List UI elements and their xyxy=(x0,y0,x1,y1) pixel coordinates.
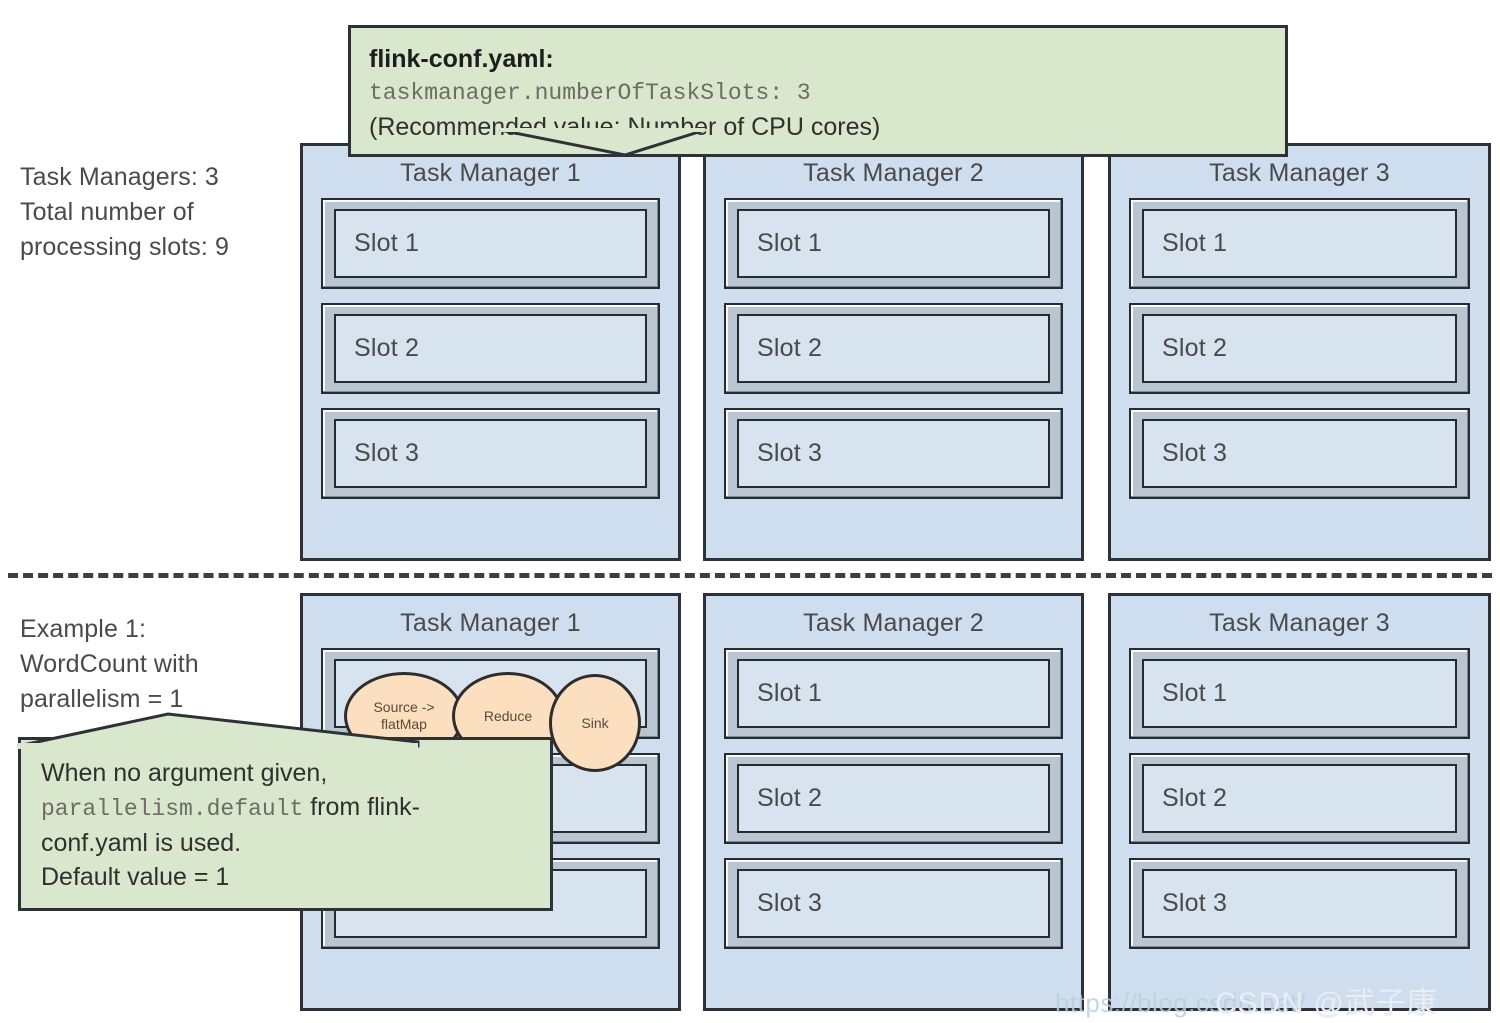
slot-inner: Slot 3 xyxy=(737,419,1050,488)
slot-inner: Slot 3 xyxy=(1142,419,1457,488)
task-manager-title: Task Manager 3 xyxy=(1209,609,1390,637)
slot-label: Slot 2 xyxy=(1162,334,1228,362)
slot-inner: Slot 1 xyxy=(737,659,1050,728)
slot-inner: Slot 2 xyxy=(1142,764,1457,833)
slot-inner: Slot 1 xyxy=(737,209,1050,278)
slot-list: Slot 1 Slot 2 Slot 3 xyxy=(303,198,678,513)
operator-label: Reduce xyxy=(483,707,533,724)
slot-list: Slot 1 Slot 2 Slot 3 xyxy=(1111,198,1488,513)
callout-bottom-tail xyxy=(17,712,420,749)
slot-list: Slot 1 Slot 2 Slot 3 xyxy=(706,198,1081,513)
slot-inner: Slot 2 xyxy=(1142,314,1457,383)
section-divider xyxy=(8,573,1492,578)
slot-label: Slot 3 xyxy=(1162,889,1228,917)
slot-inner: Slot 1 xyxy=(1142,659,1457,728)
slot-inner: Slot 2 xyxy=(334,314,647,383)
slot-2[interactable]: Slot 2 xyxy=(321,303,660,394)
slot-label: Slot 1 xyxy=(757,679,823,707)
slot-inner: Slot 1 xyxy=(334,209,647,278)
slot-inner: Slot 2 xyxy=(737,314,1050,383)
slot-3[interactable]: Slot 3 xyxy=(321,408,660,499)
task-manager-title: Task Manager 3 xyxy=(1209,159,1390,187)
operator-label: Sink xyxy=(581,714,609,731)
callout-code: taskmanager.numberOfTaskSlots: 3 xyxy=(369,80,811,106)
slot-2[interactable]: Slot 2 xyxy=(724,303,1063,394)
callout-line-1: When no argument given, xyxy=(41,759,328,787)
slot-2[interactable]: Slot 2 xyxy=(724,753,1063,844)
slot-label: Slot 3 xyxy=(757,889,823,917)
callout-code: parallelism.default xyxy=(41,796,304,822)
slot-2[interactable]: Slot 2 xyxy=(1129,303,1470,394)
slot-label: Slot 2 xyxy=(757,334,823,362)
task-manager-title: Task Manager 2 xyxy=(803,159,984,187)
callout-flink-conf: flink-conf.yaml: taskmanager.numberOfTas… xyxy=(348,25,1288,157)
slot-list: Slot 1 Slot 2 Slot 3 xyxy=(706,648,1081,963)
slot-label: Slot 1 xyxy=(1162,229,1228,257)
slot-3[interactable]: Slot 3 xyxy=(1129,408,1470,499)
slot-list: Slot 1 Slot 2 Slot 3 xyxy=(1111,648,1488,963)
slot-label: Slot 2 xyxy=(757,784,823,812)
slot-1[interactable]: Slot 1 xyxy=(1129,648,1470,739)
slot-1[interactable]: Slot 1 xyxy=(1129,198,1470,289)
slot-label: Slot 1 xyxy=(354,229,420,257)
slot-label: Slot 3 xyxy=(1162,439,1228,467)
operator-sink[interactable]: Sink xyxy=(549,674,641,772)
task-manager-title: Task Manager 1 xyxy=(400,159,581,187)
callout-line-2-rest: from flink- xyxy=(303,793,420,821)
task-manager-title: Task Manager 1 xyxy=(400,609,581,637)
task-manager-panel-6: Task Manager 3 Slot 1 Slot 2 Slot 3 xyxy=(1108,593,1491,1011)
task-manager-panel-3: Task Manager 3 Slot 1 Slot 2 Slot 3 xyxy=(1108,143,1491,561)
slot-label: Slot 1 xyxy=(757,229,823,257)
slot-inner: Slot 3 xyxy=(1142,869,1457,938)
slot-1[interactable]: Slot 1 xyxy=(321,198,660,289)
slot-inner: Slot 2 xyxy=(737,764,1050,833)
slot-inner: Slot 3 xyxy=(334,419,647,488)
callout-title: flink-conf.yaml: xyxy=(369,45,554,73)
summary-label-top: Task Managers: 3 Total number of process… xyxy=(20,163,229,261)
watermark-url: https://blog.csdn.net/ xyxy=(1055,988,1306,1018)
task-manager-panel-1: Task Manager 1 Slot 1 Slot 2 Slot 3 xyxy=(300,143,681,561)
watermark-csdn: CSDN @武子康 xyxy=(1215,987,1438,1020)
slot-inner: Slot 3 xyxy=(737,869,1050,938)
slot-2[interactable]: Slot 2 xyxy=(1129,753,1470,844)
operator-label: Source -> flatMap xyxy=(373,699,435,732)
slot-3[interactable]: Slot 3 xyxy=(1129,858,1470,949)
slot-label: Slot 1 xyxy=(1162,679,1228,707)
slot-3[interactable]: Slot 3 xyxy=(724,858,1063,949)
slot-label: Slot 3 xyxy=(354,439,420,467)
slot-1[interactable]: Slot 1 xyxy=(724,648,1063,739)
callout-line-4: Default value = 1 xyxy=(41,863,230,891)
task-manager-panel-5: Task Manager 2 Slot 1 Slot 2 Slot 3 xyxy=(703,593,1084,1011)
task-manager-title: Task Manager 2 xyxy=(803,609,984,637)
callout-line-3: conf.yaml is used. xyxy=(41,829,242,857)
callout-line-2: parallelism.default from flink- xyxy=(41,790,550,826)
task-manager-panel-2: Task Manager 2 Slot 1 Slot 2 Slot 3 xyxy=(703,143,1084,561)
slot-label: Slot 2 xyxy=(1162,784,1228,812)
slot-3[interactable]: Slot 3 xyxy=(724,408,1063,499)
callout-top-tail xyxy=(499,128,706,157)
summary-label-bottom: Example 1: WordCount with parallelism = … xyxy=(20,615,199,713)
slot-label: Slot 3 xyxy=(757,439,823,467)
slot-label: Slot 2 xyxy=(354,334,420,362)
slot-inner: Slot 1 xyxy=(1142,209,1457,278)
callout-parallelism-default: When no argument given, parallelism.defa… xyxy=(18,737,553,911)
slot-1[interactable]: Slot 1 xyxy=(724,198,1063,289)
